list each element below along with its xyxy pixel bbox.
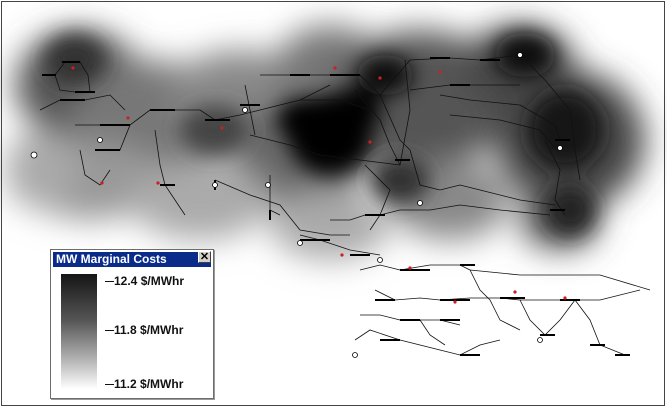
legend-tick-mid xyxy=(105,330,114,331)
legend-label-mid: 11.8 $/MWhr xyxy=(114,323,184,337)
legend-color-bar xyxy=(61,274,97,389)
legend-label-max: 12.4 $/MWhr xyxy=(114,274,185,288)
legend-tick-min xyxy=(105,384,114,385)
legend-tick-max xyxy=(105,281,114,282)
contour-legend-window[interactable]: MW Marginal Costs ✕ 12.4 $/MWhr 11.8 $/M… xyxy=(50,249,214,399)
generator-symbols xyxy=(30,52,563,358)
close-icon[interactable]: ✕ xyxy=(198,251,211,263)
legend-label-min: 11.2 $/MWhr xyxy=(114,377,184,391)
legend-title[interactable]: MW Marginal Costs xyxy=(53,252,211,267)
generator-markers xyxy=(71,66,567,304)
contour-core xyxy=(45,33,603,235)
bus-bars xyxy=(42,57,630,356)
